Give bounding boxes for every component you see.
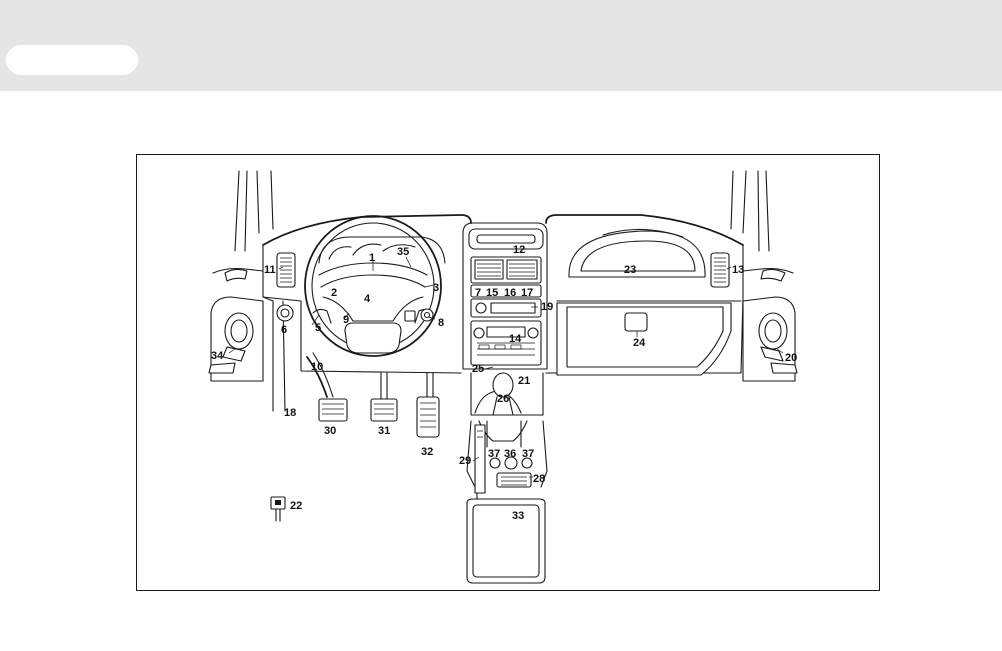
left-door-panel xyxy=(209,269,263,382)
callout-33: 33 xyxy=(512,510,524,522)
callout-23: 23 xyxy=(624,264,636,276)
callout-31: 31 xyxy=(378,425,390,437)
dashboard-storage-tray xyxy=(569,229,705,277)
callout-10: 10 xyxy=(311,361,323,373)
header-tab-pill[interactable] xyxy=(6,45,138,75)
callout-14: 14 xyxy=(509,333,522,345)
callout-22: 22 xyxy=(290,500,302,512)
callout-37-right: 37 xyxy=(522,448,534,460)
callout-24: 24 xyxy=(633,337,646,349)
callout-36: 36 xyxy=(504,448,516,460)
ignition-switch xyxy=(421,309,433,321)
callout-29: 29 xyxy=(459,455,471,467)
callout-35: 35 xyxy=(397,246,409,258)
callout-5: 5 xyxy=(315,322,321,334)
callout-4: 4 xyxy=(364,293,371,305)
callout-16: 16 xyxy=(504,287,516,299)
callout-6: 6 xyxy=(281,324,287,336)
callout-3: 3 xyxy=(433,282,439,294)
armrest-storage xyxy=(467,499,545,583)
callout-7: 7 xyxy=(475,287,481,299)
callout-34: 34 xyxy=(211,350,224,362)
callout-30: 30 xyxy=(324,425,336,437)
hood-release-lever xyxy=(271,497,285,521)
header-band xyxy=(0,0,1002,91)
callout-17: 17 xyxy=(521,287,533,299)
left-side-vent xyxy=(277,253,295,287)
callout-26: 26 xyxy=(497,393,509,405)
callout-15: 15 xyxy=(486,287,498,299)
callout-13: 13 xyxy=(732,264,744,276)
callout-37-left: 37 xyxy=(488,448,500,460)
right-side-vent xyxy=(711,253,729,287)
callout-11: 11 xyxy=(264,264,276,276)
callout-8: 8 xyxy=(438,317,444,329)
callout-1: 1 xyxy=(369,252,375,264)
dashboard-illustration: 1 2 3 4 5 6 7 8 9 10 11 12 13 14 15 16 1… xyxy=(137,155,881,592)
callout-32: 32 xyxy=(421,446,433,458)
callout-25: 25 xyxy=(472,363,484,375)
dashboard-diagram-frame: 1 2 3 4 5 6 7 8 9 10 11 12 13 14 15 16 1… xyxy=(136,154,880,591)
callout-12: 12 xyxy=(513,244,525,256)
callout-21: 21 xyxy=(518,375,530,387)
callout-2: 2 xyxy=(331,287,337,299)
callout-9: 9 xyxy=(343,314,349,326)
right-door-panel xyxy=(743,269,797,382)
callout-19: 19 xyxy=(541,301,553,313)
light-switch-knob xyxy=(277,305,293,321)
callout-28: 28 xyxy=(533,473,545,485)
callout-18: 18 xyxy=(284,407,296,419)
callout-20: 20 xyxy=(785,352,797,364)
